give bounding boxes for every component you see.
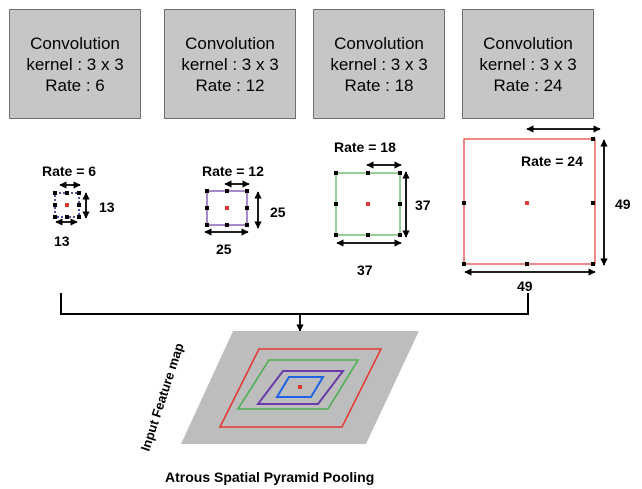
feature-map-center-dot <box>298 385 302 389</box>
kernel-center-dot <box>225 206 229 210</box>
kernel-height-label: 25 <box>270 204 286 220</box>
conv-title: Convolution <box>483 33 573 53</box>
kernel-center-dot <box>525 201 529 205</box>
kernel-center-dot <box>65 203 69 207</box>
kernel-width-label: 49 <box>517 278 533 294</box>
kernel-rate-18: Rate = 18 37 37 <box>334 139 431 278</box>
kernel-height-label: 37 <box>415 197 431 213</box>
kernel-height-label: 13 <box>99 199 115 215</box>
kernel-width-label: 37 <box>357 262 373 278</box>
merge-connector <box>60 293 529 332</box>
conv-title: Convolution <box>30 33 120 53</box>
kernel-rate-label: Rate = 12 <box>202 163 264 179</box>
kernel-rate-label: Rate = 6 <box>42 163 96 179</box>
kernel-rate-24: Rate = 24 49 49 <box>462 125 631 294</box>
conv-kernel: kernel : 3 x 3 <box>330 54 428 74</box>
kernel-grid-dots <box>334 171 402 237</box>
conv-rate: Rate : 12 <box>195 75 265 95</box>
convolution-box-rate-6: Convolution kernel : 3 x 3 Rate : 6 <box>9 9 141 119</box>
conv-kernel: kernel : 3 x 3 <box>479 54 577 74</box>
diagram-caption: Atrous Spatial Pyramid Pooling <box>165 469 374 485</box>
conv-rate: Rate : 24 <box>493 75 563 95</box>
kernel-rate-label: Rate = 18 <box>334 139 396 155</box>
conv-title: Convolution <box>185 33 275 53</box>
conv-rate: Rate : 6 <box>45 75 105 95</box>
rate-24-region <box>218 348 383 428</box>
kernel-grid-dots <box>53 191 81 219</box>
conv-kernel: kernel : 3 x 3 <box>181 54 279 74</box>
kernel-rate-12: Rate = 12 25 25 <box>202 163 286 257</box>
kernel-width-label: 13 <box>54 233 70 249</box>
rate-12-region <box>255 370 346 405</box>
conv-title: Convolution <box>334 33 424 53</box>
convolution-box-rate-24: Convolution kernel : 3 x 3 Rate : 24 <box>462 9 594 119</box>
kernel-width-label: 25 <box>216 241 232 257</box>
kernel-center-dot <box>366 202 370 206</box>
conv-rate: Rate : 18 <box>344 75 414 95</box>
kernel-grid-dots <box>205 189 249 227</box>
input-feature-map <box>181 331 419 444</box>
kernel-grid-dots <box>462 137 595 266</box>
convolution-box-rate-18: Convolution kernel : 3 x 3 Rate : 18 <box>313 9 445 119</box>
kernel-rate-6: Rate = 6 13 13 <box>42 163 115 249</box>
convolution-box-rate-12: Convolution kernel : 3 x 3 Rate : 12 <box>164 9 296 119</box>
kernel-rate-label: Rate = 24 <box>521 153 583 169</box>
conv-kernel: kernel : 3 x 3 <box>26 54 124 74</box>
feature-map-label: Input Feature map <box>138 341 187 453</box>
kernel-height-label: 49 <box>615 196 631 212</box>
rate-6-region <box>275 376 325 398</box>
rate-18-region <box>236 359 360 410</box>
